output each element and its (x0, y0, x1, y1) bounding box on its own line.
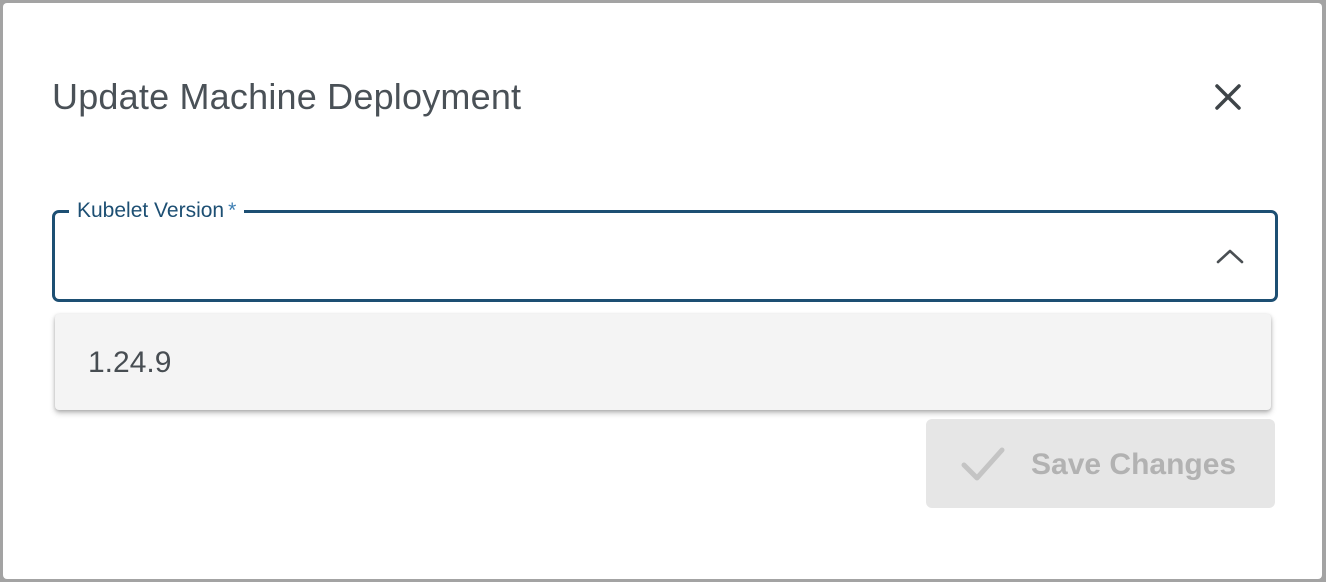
kubelet-version-dropdown: 1.24.9 (55, 314, 1271, 410)
kubelet-version-label-text: Kubelet Version (77, 199, 225, 222)
save-changes-button[interactable]: Save Changes (926, 419, 1275, 508)
chevron-up-icon[interactable] (1214, 246, 1246, 266)
required-marker: * (228, 199, 237, 222)
update-machine-deployment-dialog: Update Machine Deployment Kubelet Versio… (3, 3, 1322, 579)
checkmark-icon (961, 447, 1005, 481)
save-changes-label: Save Changes (1031, 448, 1237, 481)
dialog-title: Update Machine Deployment (52, 76, 522, 117)
dropdown-option-1-24-9[interactable]: 1.24.9 (55, 314, 1271, 410)
dropdown-option-label: 1.24.9 (88, 346, 172, 379)
close-button[interactable] (1210, 79, 1246, 115)
kubelet-version-label: Kubelet Version* (69, 196, 245, 226)
kubelet-version-select[interactable]: Kubelet Version* (52, 196, 1278, 302)
close-icon (1215, 84, 1241, 110)
